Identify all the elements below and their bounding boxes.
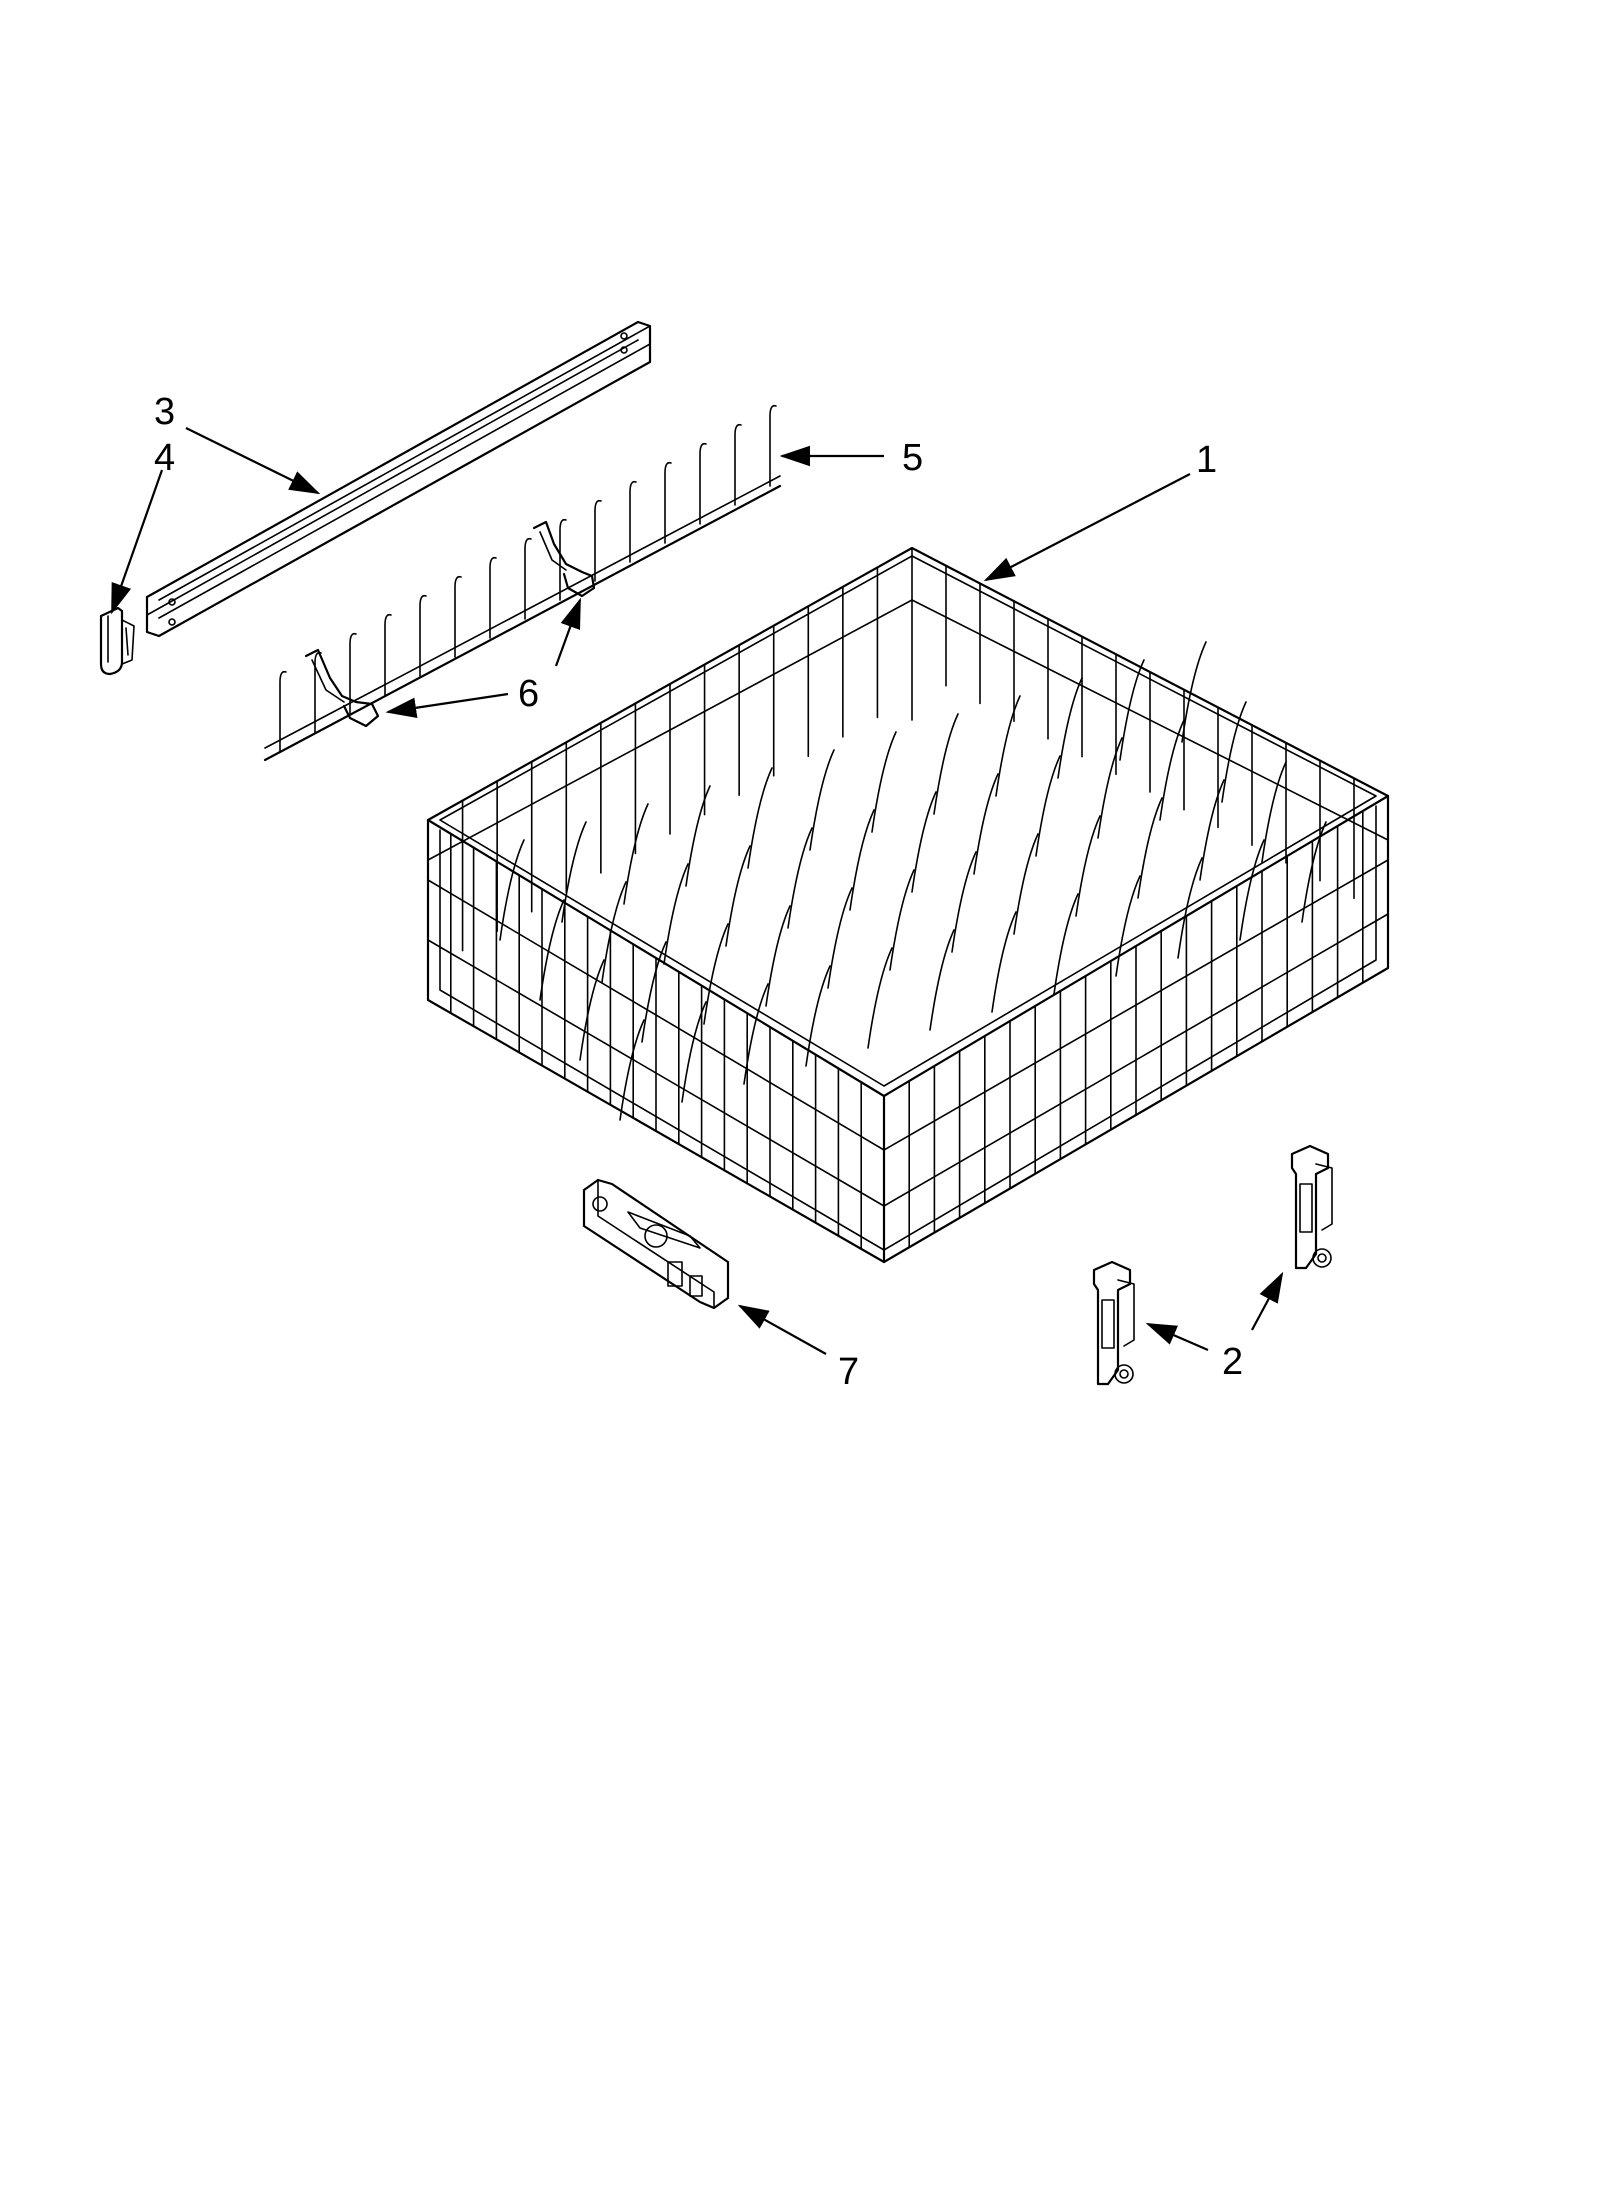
basket-tine xyxy=(867,947,893,1049)
basket-tine xyxy=(1221,701,1247,803)
tine xyxy=(699,442,707,525)
basket-tine xyxy=(561,821,587,923)
tine xyxy=(664,461,672,544)
basket-tine xyxy=(623,803,649,905)
basket-tine xyxy=(827,887,853,989)
basket-tine xyxy=(1013,833,1039,935)
basket-tine xyxy=(889,869,915,971)
basket-tine xyxy=(725,845,751,947)
basket-tine xyxy=(973,773,999,875)
callout-2: 2 xyxy=(1222,1341,1243,1383)
basket-tine xyxy=(1159,719,1185,821)
rack-adjuster-drawing xyxy=(1092,1144,1333,1386)
basket-tine xyxy=(747,767,773,869)
basket-tine xyxy=(663,863,689,965)
basket-tine xyxy=(539,899,565,1001)
tine xyxy=(419,594,427,677)
basket-tine xyxy=(601,881,627,983)
basket-tine xyxy=(1075,815,1101,917)
basket-tine xyxy=(991,911,1017,1013)
tine-clip-drawing xyxy=(304,520,596,728)
tine xyxy=(349,632,357,715)
tine xyxy=(454,575,462,658)
tine xyxy=(524,537,532,620)
basket-tine xyxy=(685,785,711,887)
tine xyxy=(559,518,567,601)
basket-tine xyxy=(1199,779,1225,881)
basket-tine xyxy=(743,983,769,1085)
tine xyxy=(594,499,602,582)
tine xyxy=(384,613,392,696)
basket-tine xyxy=(641,941,667,1043)
basket-tine xyxy=(951,851,977,953)
basket-tine xyxy=(1239,839,1265,941)
rack-basket-drawing xyxy=(426,546,1390,1264)
basket-tine xyxy=(703,923,729,1025)
basket-tine xyxy=(929,929,955,1031)
callout-1: 1 xyxy=(1196,439,1217,481)
leader-lines xyxy=(110,427,1284,1355)
basket-tine xyxy=(1137,797,1163,899)
basket-tine xyxy=(809,749,835,851)
basket-tine xyxy=(1119,659,1145,761)
basket-tine xyxy=(1057,677,1083,779)
callout-5: 5 xyxy=(902,437,923,479)
basket-tine xyxy=(765,905,791,1007)
callout-6: 6 xyxy=(518,673,539,715)
rack-stop-bracket-drawing xyxy=(582,1178,730,1310)
basket-tine xyxy=(787,827,813,929)
basket-tine xyxy=(871,731,897,833)
basket-tine xyxy=(849,809,875,911)
callout-4: 4 xyxy=(154,437,175,479)
basket-tine xyxy=(1301,821,1327,923)
tine xyxy=(734,423,742,506)
basket-tine xyxy=(1097,737,1123,839)
basket-tine xyxy=(1261,761,1287,863)
basket-tine xyxy=(995,695,1021,797)
basket-tine xyxy=(681,1001,707,1103)
tine-row-drawing xyxy=(263,404,782,762)
callout-3: 3 xyxy=(154,391,175,433)
basket-tine xyxy=(805,965,831,1067)
basket-tine xyxy=(1181,641,1207,743)
rack-rail-drawing xyxy=(145,320,652,638)
basket-tine xyxy=(619,1019,645,1121)
basket-tine xyxy=(1035,755,1061,857)
basket-tine xyxy=(1115,875,1141,977)
rail-end-cap-drawing xyxy=(99,606,135,676)
callout-labels: 3 4 5 1 6 7 2 xyxy=(154,391,1243,1393)
basket-tine xyxy=(911,791,937,893)
basket-tine xyxy=(1053,893,1079,995)
basket-tine xyxy=(1177,857,1203,959)
tine xyxy=(629,480,637,563)
callout-7: 7 xyxy=(838,1351,859,1393)
basket-tine xyxy=(499,839,525,941)
basket-tine xyxy=(579,959,605,1061)
basket-tine xyxy=(933,713,959,815)
tine xyxy=(769,404,777,487)
tine xyxy=(279,670,287,753)
tine xyxy=(489,556,497,639)
